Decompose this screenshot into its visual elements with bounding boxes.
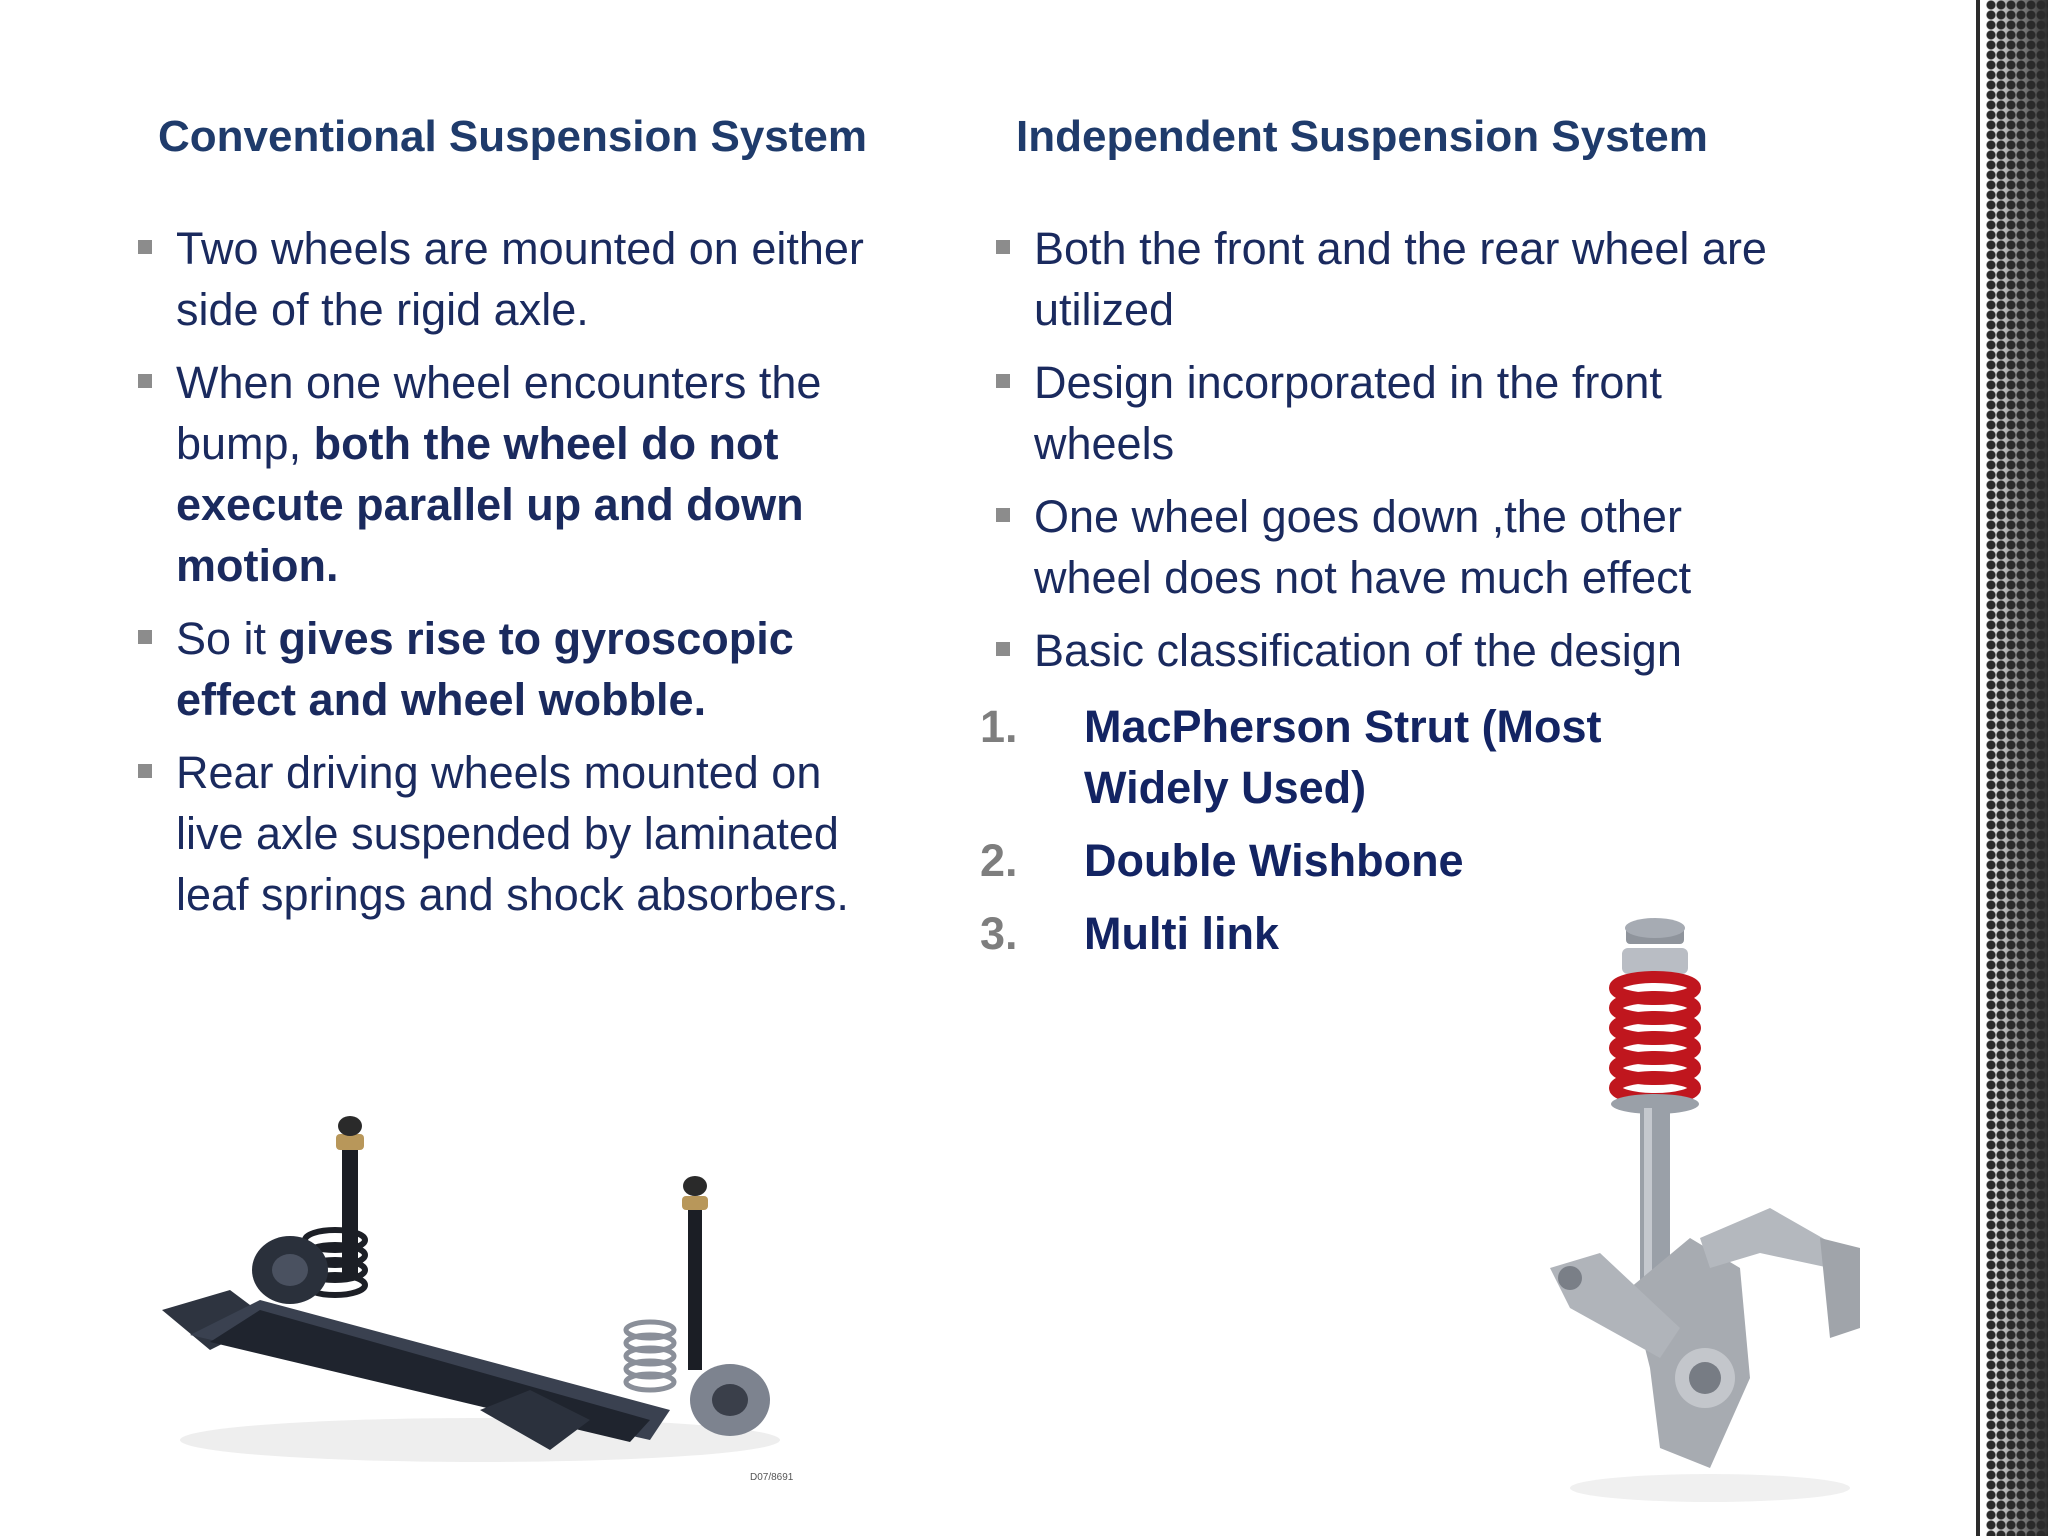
list-item: Basic classification of the design: [994, 620, 1794, 681]
independent-bullet-list: Both the front and the rear wheel are ut…: [994, 218, 1794, 693]
independent-heading: Independent Suspension System: [1016, 112, 1708, 161]
item-text: Multi link: [1084, 908, 1279, 959]
edge-divider-line: [1976, 0, 1980, 1536]
bullet-bold-text: both the wheel do not execute parallel u…: [176, 418, 804, 591]
conventional-bullet-list: Two wheels are mounted on either side of…: [136, 218, 876, 937]
image-caption: D07/8691: [750, 1472, 794, 1483]
numbered-item: 1. MacPherson Strut (Most Widely Used): [980, 696, 1740, 818]
bullet-text: So it: [176, 613, 279, 664]
bullet-text: When one wheel encounters the bump,: [176, 357, 822, 469]
square-bullet-icon: [138, 240, 152, 254]
conventional-heading: Conventional Suspension System: [158, 112, 868, 161]
bullet-text: Basic classification of the design: [1034, 625, 1682, 676]
square-bullet-icon: [996, 642, 1010, 656]
bullet-text: Two wheels are mounted on either side of…: [176, 223, 864, 335]
list-item: Design incorporated in the front wheels: [994, 352, 1794, 474]
edge-decorative-pattern: [1986, 0, 2048, 1536]
bullet-text: Both the front and the rear wheel are ut…: [1034, 223, 1767, 335]
item-text: Double Wishbone: [1084, 835, 1464, 886]
bullet-text: One wheel goes down ,the other wheel doe…: [1034, 491, 1692, 603]
list-item: Two wheels are mounted on either side of…: [136, 218, 876, 340]
numbered-item: 3. Multi link: [980, 903, 1740, 964]
square-bullet-icon: [996, 240, 1010, 254]
bullet-text: Rear driving wheels mounted on live axle…: [176, 747, 849, 920]
list-item: So it gives rise to gyroscopic effect an…: [136, 608, 876, 730]
item-number: 1.: [980, 701, 1018, 752]
item-text: MacPherson Strut (Most Widely Used): [1084, 701, 1602, 813]
list-item: One wheel goes down ,the other wheel doe…: [994, 486, 1794, 608]
square-bullet-icon: [996, 508, 1010, 522]
square-bullet-icon: [138, 764, 152, 778]
macpherson-strut-image: [1550, 918, 1860, 1502]
item-number: 3.: [980, 908, 1018, 959]
numbered-item: 2. Double Wishbone: [980, 830, 1740, 891]
item-number: 2.: [980, 835, 1018, 886]
bullet-bold-text: gives rise to gyroscopic effect and whee…: [176, 613, 794, 725]
rigid-axle-suspension-image: D07/8691: [162, 1116, 794, 1483]
square-bullet-icon: [138, 374, 152, 388]
design-classification-list: 1. MacPherson Strut (Most Widely Used) 2…: [980, 696, 1740, 976]
list-item: Both the front and the rear wheel are ut…: [994, 218, 1794, 340]
bullet-text: Design incorporated in the front wheels: [1034, 357, 1662, 469]
square-bullet-icon: [138, 630, 152, 644]
list-item: When one wheel encounters the bump, both…: [136, 352, 876, 596]
square-bullet-icon: [996, 374, 1010, 388]
list-item: Rear driving wheels mounted on live axle…: [136, 742, 876, 925]
